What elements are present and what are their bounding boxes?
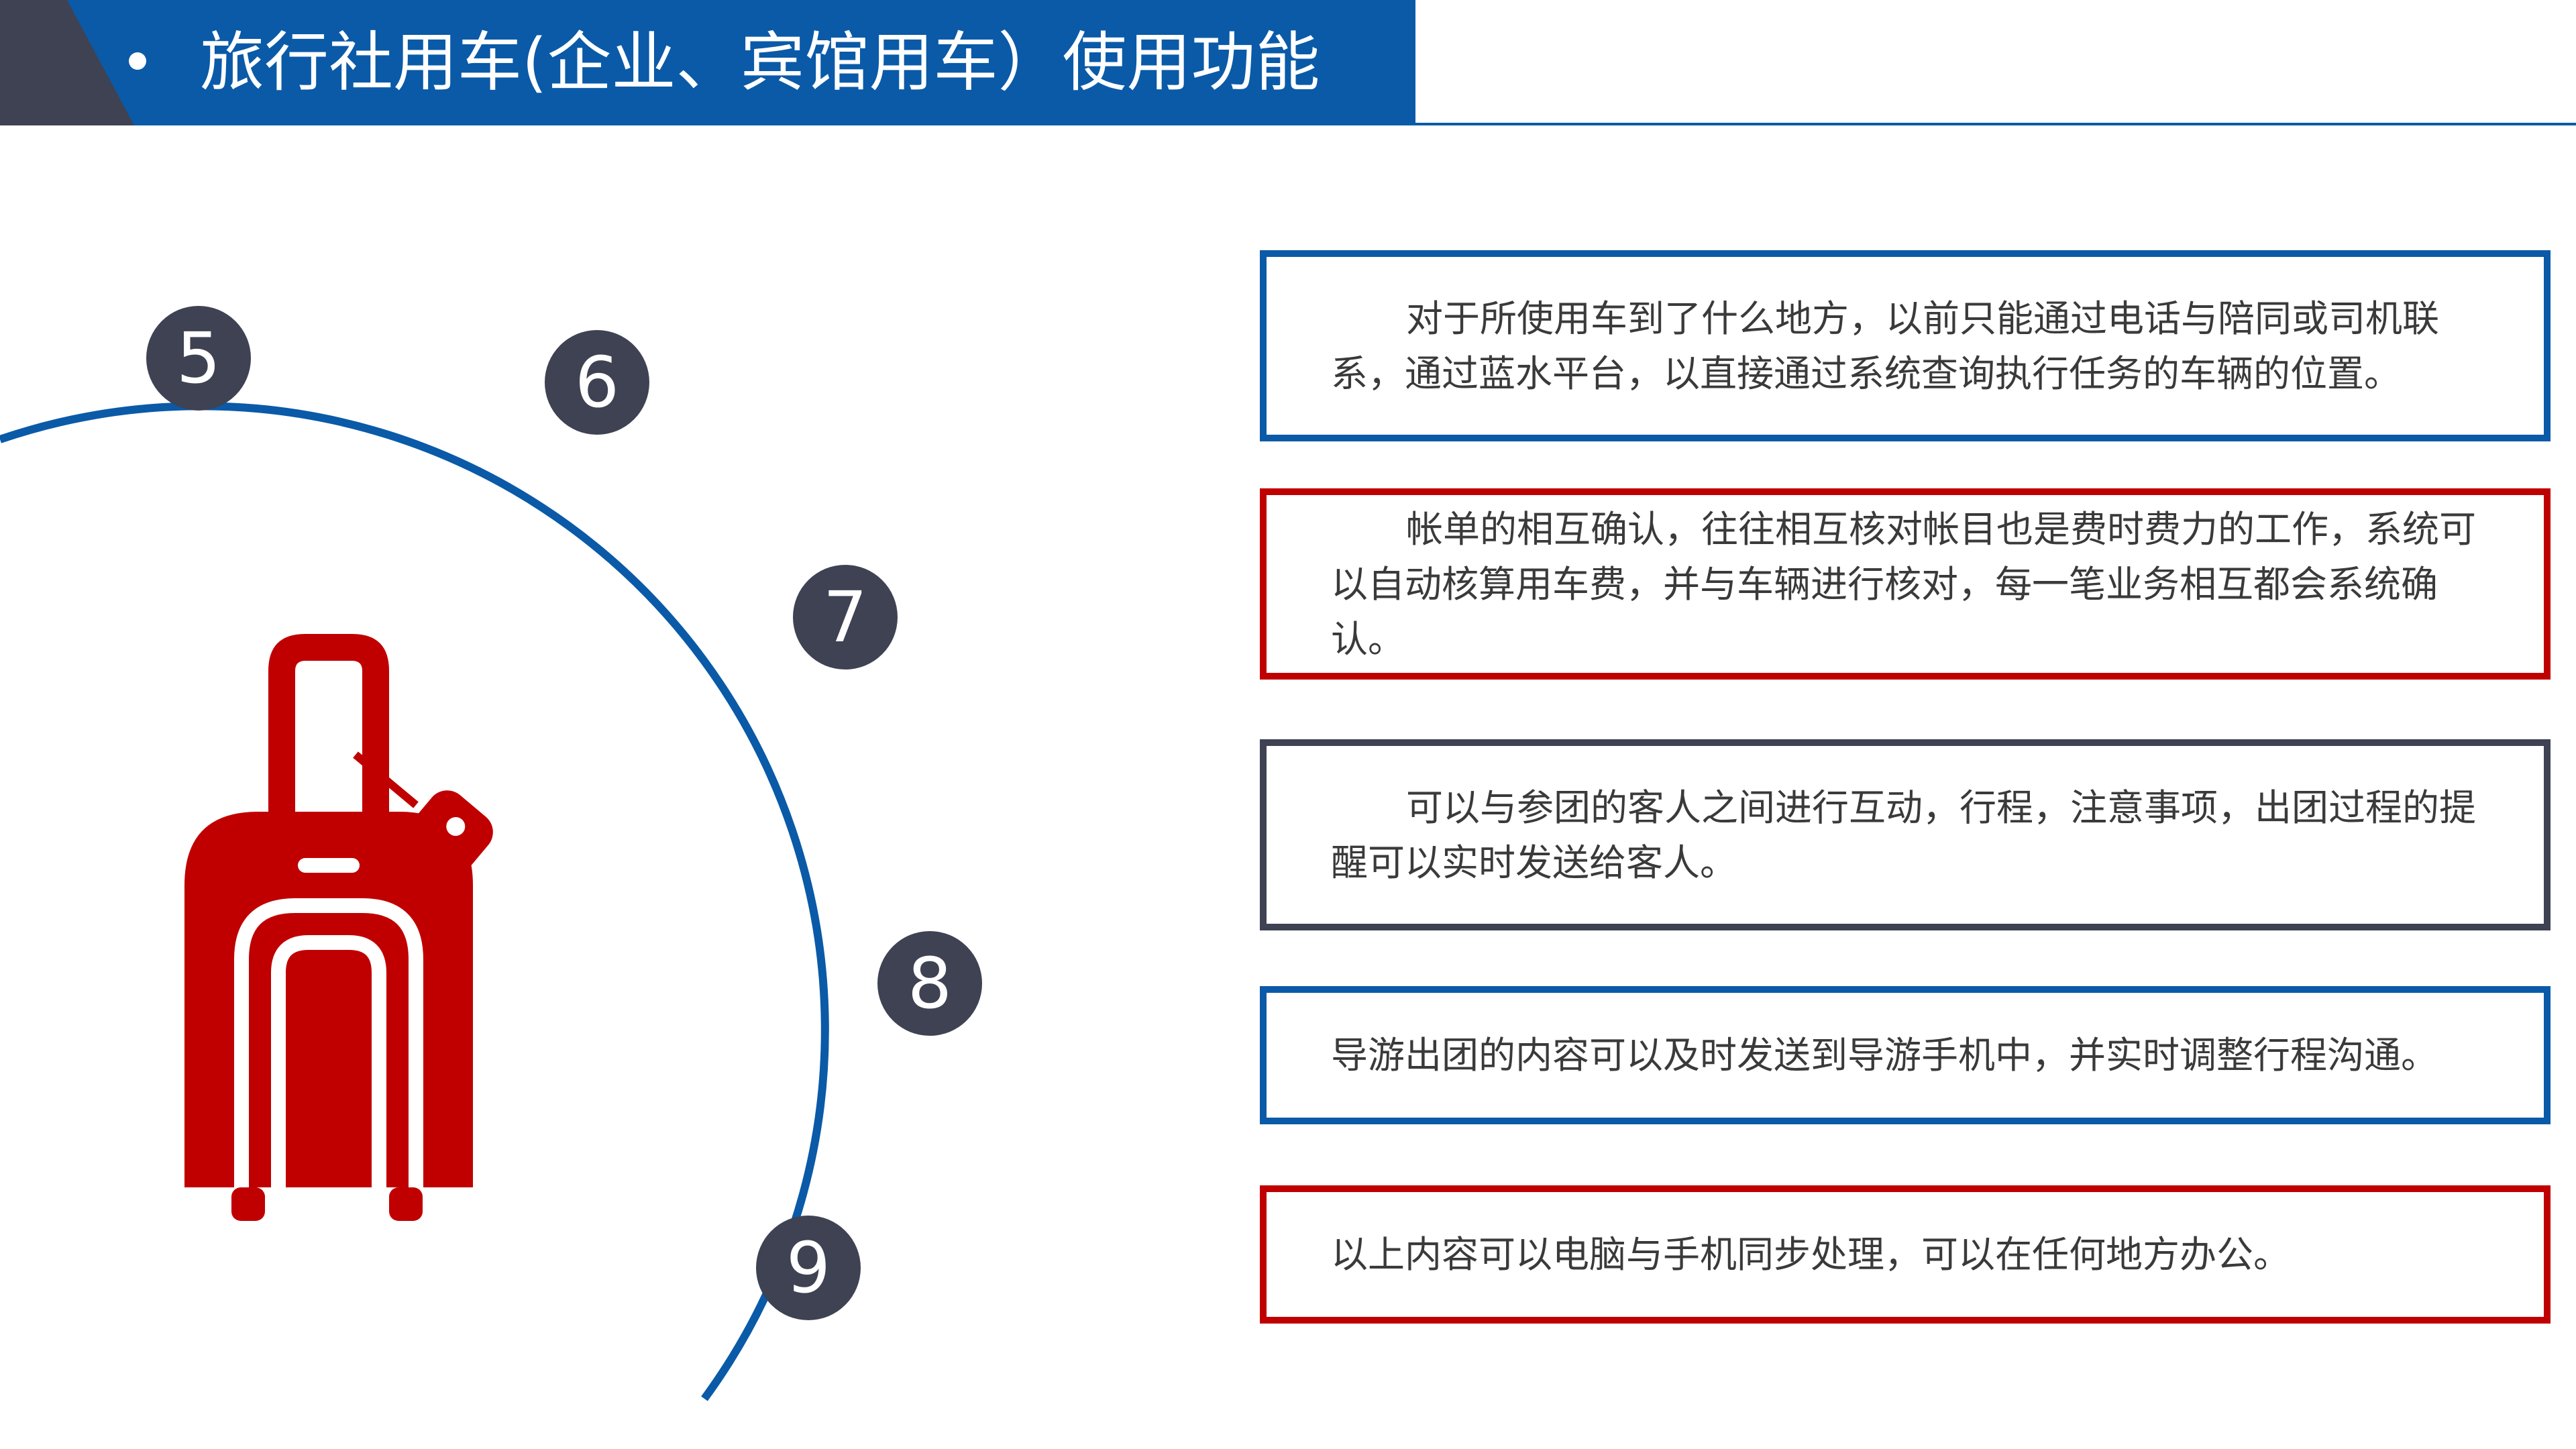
feature-text: 导游出团的内容可以及时发送到导游手机中，并实时调整行程沟通。: [1331, 1034, 2438, 1077]
feature-box-guest-interaction: 可以与参团的客人之间进行互动，行程，注意事项，出团过程的提醒可以实时发送给客人。: [1260, 739, 2551, 930]
header-corner-decoration: [0, 0, 134, 125]
page-title: 旅行社用车(企业、宾馆用车）使用功能: [200, 25, 1320, 100]
header-underline: [1415, 123, 2576, 125]
feature-box-billing-confirmation: 帐单的相互确认，往往相互核对帐目也是费时费力的工作，系统可以自动核算用车费，并与…: [1260, 488, 2551, 680]
feature-box-guide-mobile: 导游出团的内容可以及时发送到导游手机中，并实时调整行程沟通。: [1260, 986, 2551, 1124]
timeline-step-7: 7: [793, 565, 898, 669]
timeline-step-6: 6: [545, 330, 649, 435]
feature-text: 可以与参团的客人之间进行互动，行程，注意事项，出团过程的提醒可以实时发送给客人。: [1331, 786, 2477, 884]
suitcase-details: [234, 858, 423, 1187]
feature-box-vehicle-location: 对于所使用车到了什么地方，以前只能通过电话与陪同或司机联系，通过蓝水平台，以直接…: [1260, 250, 2551, 441]
feature-text: 以上内容可以电脑与手机同步处理，可以在任何地方办公。: [1331, 1233, 2291, 1276]
timeline-step-9: 9: [756, 1216, 861, 1320]
header-bar: [0, 0, 1415, 125]
suitcase-icon: [184, 634, 493, 1221]
timeline-arc: [0, 402, 829, 1401]
feature-text: 对于所使用车到了什么地方，以前只能通过电话与陪同或司机联系，通过蓝水平台，以直接…: [1331, 297, 2440, 395]
header-bullet-icon: [129, 52, 146, 70]
feature-box-sync-office: 以上内容可以电脑与手机同步处理，可以在任何地方办公。: [1260, 1185, 2551, 1324]
timeline-step-5: 5: [146, 306, 251, 411]
feature-text: 帐单的相互确认，往往相互核对帐目也是费时费力的工作，系统可以自动核算用车费，并与…: [1331, 507, 2477, 661]
timeline-step-8: 8: [877, 931, 982, 1036]
